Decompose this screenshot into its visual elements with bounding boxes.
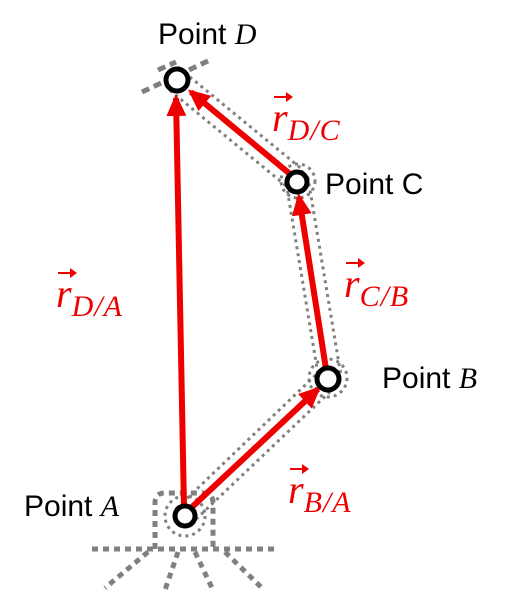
vector-r-c-b-subscript: C/B xyxy=(359,280,410,313)
ground-hatch-3 xyxy=(192,550,215,590)
joint-b-outline xyxy=(307,357,349,399)
vector-r-c-b-label: rC/B xyxy=(344,258,410,313)
point-b-label-word: Point xyxy=(382,362,451,395)
vector-r-d-c-subscript: D/C xyxy=(287,114,341,147)
ground-hatch-2 xyxy=(162,551,181,591)
point-a-label-letter: A xyxy=(100,490,120,523)
vector-r-d-c-symbol: r xyxy=(272,92,293,140)
vector-r-b-a-label: rB/A xyxy=(288,464,352,519)
point-d-marker xyxy=(163,66,191,94)
point-c-label-word: Point C xyxy=(325,168,424,201)
point-b-label: Point B xyxy=(382,364,477,394)
vector-r-c-b-symbol: r xyxy=(344,258,365,306)
vector-r-d-a-subscript: D/A xyxy=(71,290,123,323)
vector-r-b-a-arrow xyxy=(188,386,321,511)
joint-c-outline xyxy=(279,162,317,200)
point-a-marker xyxy=(172,503,198,529)
vectors xyxy=(166,89,329,511)
point-c-label: Point C xyxy=(325,170,423,200)
d-endcap-tick xyxy=(156,59,178,73)
vector-r-c-b-arrow xyxy=(291,193,329,370)
ground-hatch-4 xyxy=(223,550,264,590)
point-d-label: Point D xyxy=(158,20,256,50)
point-d-label-word: Point xyxy=(158,18,227,51)
point-b-label-letter: B xyxy=(458,362,478,395)
point-a-label: Point A xyxy=(24,492,119,522)
vector-r-b-a-symbol: r xyxy=(288,464,309,512)
vector-r-d-c-arrow xyxy=(187,89,292,177)
vector-r-d-a-arrow xyxy=(166,94,187,508)
link-d-endcap xyxy=(140,57,212,95)
point-c-marker xyxy=(284,169,310,195)
vector-r-d-a-symbol: r xyxy=(56,268,77,316)
vector-r-d-a-label: rD/A xyxy=(56,268,123,323)
vector-r-b-a-subscript: B/A xyxy=(303,486,352,519)
points xyxy=(163,66,342,529)
point-d-label-letter: D xyxy=(234,18,257,51)
point-b-marker xyxy=(314,365,342,393)
vector-r-d-c-label: rD/C xyxy=(272,92,341,147)
point-a-label-word: Point xyxy=(24,490,93,523)
ground-hatch-1 xyxy=(103,550,150,590)
